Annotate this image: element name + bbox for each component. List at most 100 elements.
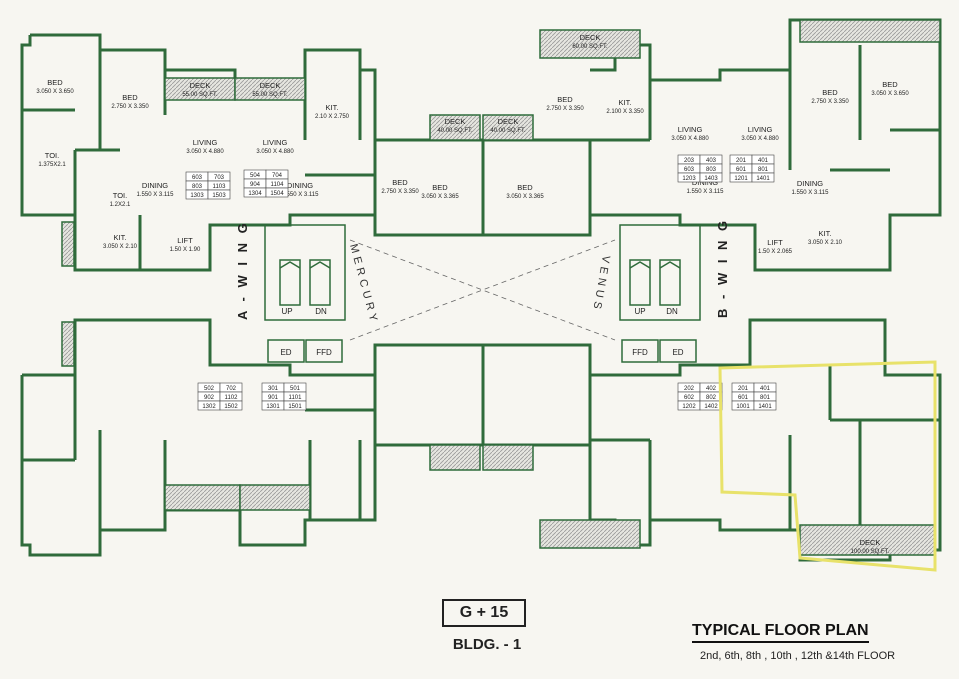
interior-walls (22, 45, 940, 530)
room-label-a-bed1: BED (47, 78, 63, 87)
room-dim-a-kit1: 2.10 X 2.750 (315, 114, 350, 120)
deck-c4 (482, 444, 534, 471)
room-dim-c-deck1: 40.00 SQ.FT. (437, 128, 473, 134)
ffd-box-a (305, 339, 343, 363)
room-label-b-bed3: BED (882, 80, 898, 89)
ed-label-b: ED (672, 348, 683, 357)
flat-number: 1303 (190, 193, 204, 199)
room-dim-b-deck1: 60.00 SQ.FT. (572, 44, 608, 50)
deck-a3 (164, 484, 241, 511)
flat-number: 801 (760, 395, 771, 401)
flat-number: 1101 (289, 395, 303, 401)
core-cross (349, 239, 616, 341)
flat-number: 1302 (202, 404, 216, 410)
flat-number: 403 (706, 158, 717, 164)
flat-number: 1502 (224, 404, 238, 410)
flat-number: 601 (738, 395, 749, 401)
flat-number: 601 (736, 167, 747, 173)
room-dim-a-dining2: 1.550 X 3.115 (282, 192, 320, 198)
deck-b3 (539, 519, 641, 549)
flat-number: 502 (204, 386, 215, 392)
up-label-b: UP (634, 307, 645, 316)
highlight-outline (718, 360, 937, 572)
room-label-a-bed2: BED (122, 93, 138, 102)
room-label-b-bed2: BED (822, 88, 838, 97)
flat-number: 201 (736, 158, 747, 164)
flat-number: 1504 (270, 191, 284, 197)
room-dim-a-toi1: 1.375X2.1 (38, 162, 66, 168)
plan-title: TYPICAL FLOOR PLAN (692, 622, 869, 643)
flat-number: 1103 (213, 184, 227, 190)
room-dim-b-bed1: 2.750 X 3.350 (546, 106, 584, 112)
flat-number: 501 (290, 386, 301, 392)
flat-number: 401 (758, 158, 769, 164)
room-dim-b-bed3: 3.050 X 3.650 (871, 91, 909, 97)
plan-subtitle: 2nd, 6th, 8th , 10th , 12th &14th FLOOR (700, 650, 896, 662)
flat-number: 1104 (271, 182, 285, 188)
deck-c2 (482, 114, 534, 141)
ffd-label-a: FFD (316, 348, 332, 357)
flat-cell (219, 400, 243, 411)
flat-number: 1401 (758, 404, 772, 410)
room-label-a-dining2: DINING (287, 181, 313, 190)
flat-number: 603 (192, 175, 203, 181)
deck-a2 (234, 77, 306, 101)
b-wing-label: B - W I N G (715, 218, 730, 318)
flat-number: 703 (214, 175, 225, 181)
room-dim-a-bed2: 2.750 X 3.350 (111, 104, 149, 110)
room-dim-b-dining1: 1.550 X 3.115 (687, 189, 725, 195)
flat-number: 901 (268, 395, 279, 401)
up-label-a: UP (281, 307, 292, 316)
room-label-a-toi1: TOI. (45, 151, 59, 160)
room-dim-a-deck1: 55.00 SQ.FT. (182, 92, 218, 98)
flat-cell (283, 400, 307, 411)
a-wing-label: A - W I N G (235, 220, 250, 320)
flat-number: 1202 (682, 404, 696, 410)
room-dim-c-bed1: 3.050 X 3.365 (421, 194, 459, 200)
flat-number: 1301 (266, 404, 280, 410)
flat-number: 904 (250, 182, 261, 188)
room-dim-a-bed3: 2.750 X 3.350 (381, 189, 419, 195)
room-label-a-deck1: DECK (190, 81, 211, 90)
room-dim-a-living2: 3.050 X 4.880 (256, 149, 294, 155)
room-label-a-deck2: DECK (260, 81, 281, 90)
flat-number: 1402 (704, 404, 718, 410)
deck-b-top (799, 19, 941, 43)
room-label-b-kit1: KIT. (619, 98, 632, 107)
room-label-b-kit2: KIT. (819, 229, 832, 238)
room-label-a-lift1: LIFT (177, 236, 193, 245)
flat-cell (265, 187, 289, 198)
room-label-b-dining2: DINING (797, 179, 823, 188)
room-dim-c-deck2: 40.00 SQ.FT. (490, 128, 526, 134)
flat-number: 1501 (288, 404, 302, 410)
flat-number: 202 (684, 386, 695, 392)
dn-label-a: DN (315, 307, 327, 316)
room-label-c-deck2: DECK (498, 117, 519, 126)
room-dim-b-dining2: 1.550 X 3.115 (792, 190, 830, 196)
room-label-a-bed3: BED (392, 178, 408, 187)
deck-c1 (429, 114, 481, 141)
room-dim-c-bed2: 3.050 X 3.365 (506, 194, 544, 200)
ffd-box-b (621, 339, 659, 363)
room-label-a-kit2: KIT. (114, 233, 127, 242)
flat-number: 802 (706, 395, 717, 401)
room-dim-b-living1: 3.050 X 4.880 (671, 136, 709, 142)
room-dim-a-lift1: 1.50 X 1.90 (170, 247, 201, 253)
building-outline (20, 18, 942, 562)
flat-number: 902 (204, 395, 215, 401)
core-right-label: VENUS (590, 254, 612, 313)
room-label-b-deck1: DECK (580, 33, 601, 42)
flat-number: 1304 (248, 191, 262, 197)
room-label-b-dining1: DINING (692, 178, 718, 187)
deck-a4 (239, 484, 311, 511)
room-dim-b-deck2: 100.00 SQ.FT. (851, 549, 890, 555)
building-label: BLDG. - 1 (452, 636, 522, 653)
